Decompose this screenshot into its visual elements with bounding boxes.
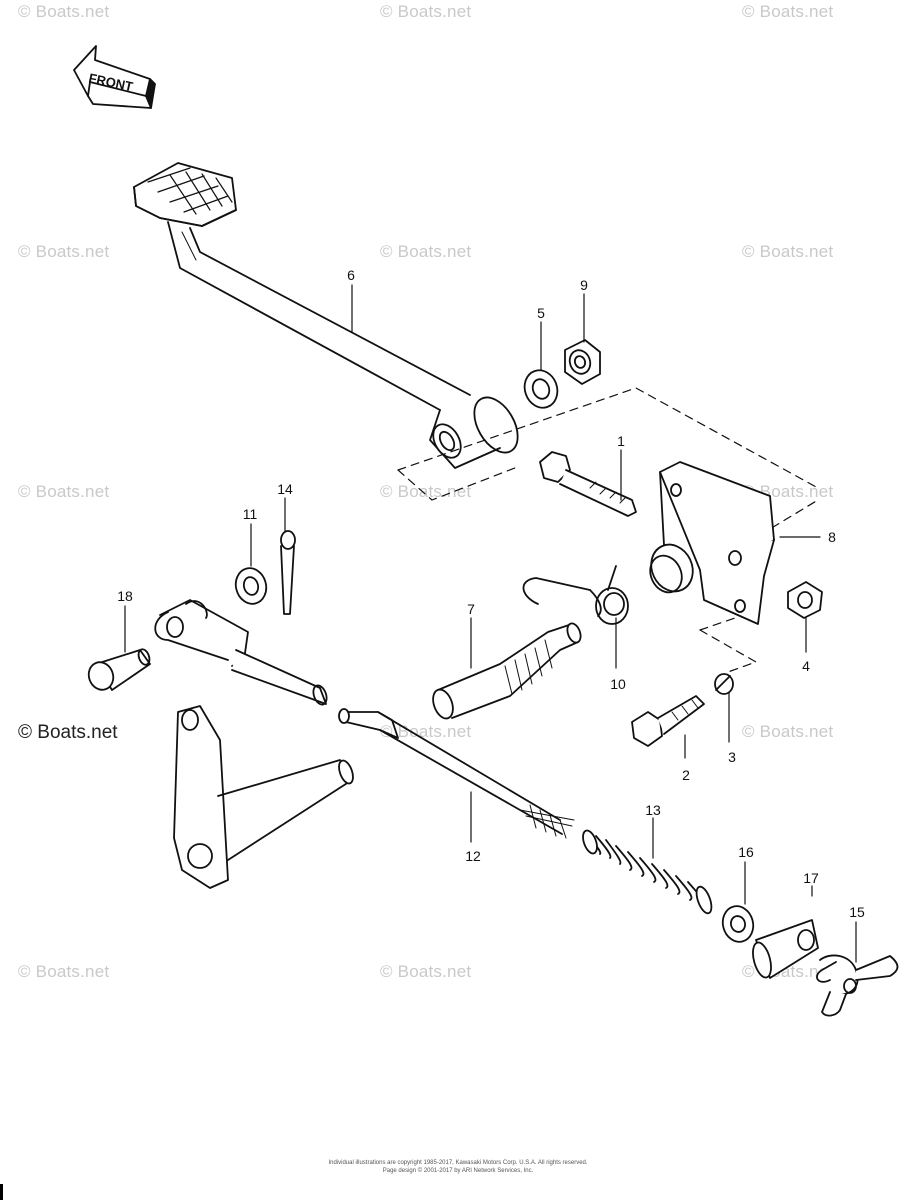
callout-17: 17 [803, 870, 819, 886]
callout-14: 14 [277, 481, 293, 497]
watermark: © Boats.net [380, 2, 472, 21]
nut-4 [787, 581, 823, 619]
assembly-guide-lines [397, 387, 819, 673]
callout-10: 10 [610, 676, 626, 692]
callout-12: 12 [465, 848, 481, 864]
watermark: © Boats.net [18, 242, 110, 261]
watermark: © Boats.net [742, 722, 834, 741]
watermark: © Boats.net [380, 482, 472, 501]
watermark: © Boats.net [380, 242, 472, 261]
callout-9: 9 [580, 277, 588, 293]
callout-4: 4 [802, 658, 810, 674]
nut-9 [564, 339, 601, 385]
callout-leader-lines [124, 284, 857, 963]
bolt-2 [631, 695, 705, 747]
lock-washer-3 [714, 673, 734, 695]
callout-7: 7 [467, 601, 475, 617]
brake-pedal [133, 162, 519, 469]
watermark: © Boats.net [742, 2, 834, 21]
bracket-8 [649, 461, 775, 625]
clevis-pin-18 [87, 648, 151, 691]
callout-8: 8 [828, 529, 836, 545]
callout-5: 5 [537, 305, 545, 321]
callout-11: 11 [242, 506, 258, 522]
page-edge-mark [0, 1184, 3, 1200]
callout-18: 18 [117, 588, 133, 604]
watermark: © Boats.net [18, 2, 110, 21]
front-arrow-icon: FRONT [73, 45, 156, 109]
callout-16: 16 [738, 844, 754, 860]
watermark: © Boats.net [18, 962, 110, 981]
copyright-line: Individual illustrations are copyright 1… [328, 1160, 588, 1166]
watermark: © Boats.net [18, 482, 110, 501]
cotter-pin-14 [280, 530, 296, 615]
return-spring-10 [522, 565, 629, 625]
washer-11 [234, 567, 268, 605]
callout-2: 2 [682, 767, 690, 783]
watermark-emphasized: © Boats.net [18, 722, 118, 743]
washer-16 [721, 905, 755, 943]
washer-5 [523, 369, 559, 409]
wing-nut-15 [816, 954, 899, 1017]
clevis-yoke [154, 599, 328, 706]
compression-spring-13 [582, 829, 713, 915]
watermark: © Boats.net [742, 242, 834, 261]
callout-1: 1 [617, 433, 625, 449]
callout-13: 13 [645, 802, 661, 818]
brake-lever-arm [173, 705, 354, 889]
callout-15: 15 [849, 904, 865, 920]
trunnion-17 [752, 919, 819, 979]
serrated-shaft-7 [432, 622, 582, 720]
copyright-line: Page design © 2001-2017 by ARI Network S… [382, 1168, 534, 1174]
callout-6: 6 [347, 267, 355, 283]
brake-rod-12 [338, 708, 575, 839]
watermark: © Boats.net [380, 962, 472, 981]
bolt-1 [539, 451, 637, 517]
callout-3: 3 [728, 749, 736, 765]
